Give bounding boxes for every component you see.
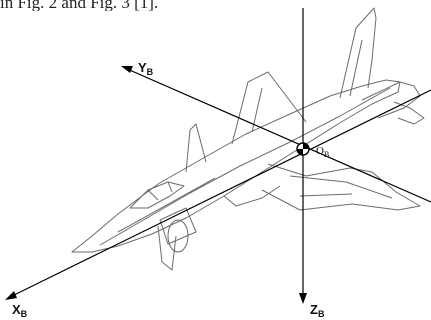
origin-marker	[296, 142, 310, 156]
z-arrowhead	[299, 293, 307, 304]
x-axis-line	[7, 89, 431, 299]
y-arrowhead	[121, 66, 133, 73]
z-axis-label: ZB	[310, 302, 325, 319]
origin-label: OB	[316, 145, 329, 159]
x-axis-label: XB	[12, 302, 28, 319]
aircraft-outline	[71, 7, 425, 271]
y-axis-line	[124, 67, 431, 203]
x-arrowhead	[5, 291, 17, 300]
caption-text: in Fig. 2 and Fig. 3 [1].	[0, 0, 159, 11]
axis-lines	[7, 8, 431, 300]
y-axis-label: YB	[138, 60, 154, 77]
axis-arrowheads	[5, 66, 307, 304]
